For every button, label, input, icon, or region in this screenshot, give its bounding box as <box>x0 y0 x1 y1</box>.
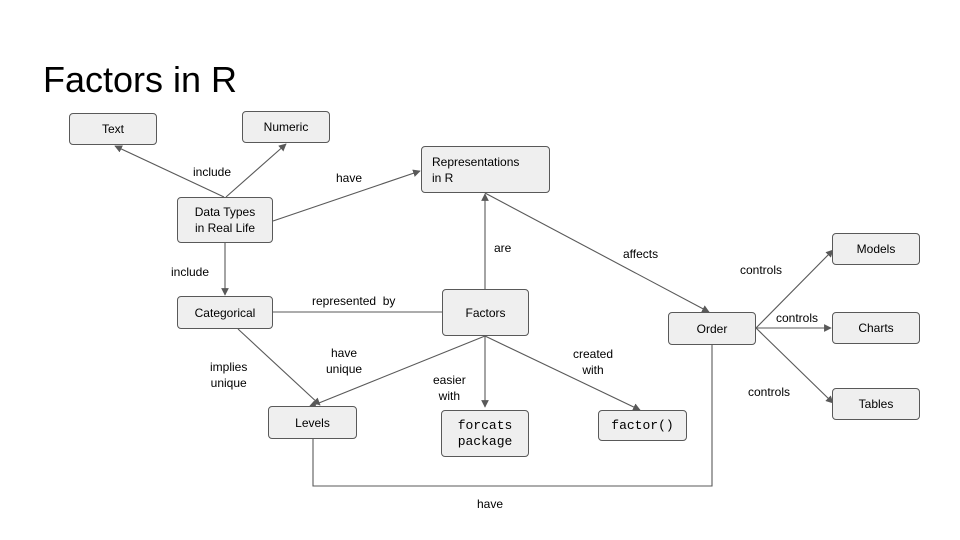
node-levels: Levels <box>268 406 357 439</box>
edge-include-numeric <box>225 143 287 198</box>
label-created-with: created with <box>573 347 614 377</box>
edge-have-unique <box>308 335 486 408</box>
node-order: Order <box>668 312 756 345</box>
page-title: Factors in R <box>43 59 238 100</box>
node-numeric: Numeric <box>242 111 330 143</box>
node-data-types: Data Types in Real Life <box>177 197 273 243</box>
edge-controls-models <box>755 249 834 329</box>
label-have-unique: have unique <box>326 346 363 376</box>
node-representations: Representations in R <box>421 146 550 193</box>
edge-implies-unique <box>237 328 321 406</box>
label-represented-by: represented by <box>312 294 396 308</box>
node-factors: Factors <box>442 289 529 336</box>
label-easier-with: easier with <box>433 373 466 403</box>
label-include-categorical: include <box>171 265 210 279</box>
label-have-representations: have <box>336 171 363 185</box>
label-include-top: include <box>193 165 232 179</box>
node-factor-fn: factor() <box>598 410 687 441</box>
edge-created-with <box>484 335 641 411</box>
label-controls-models: controls <box>740 263 783 277</box>
edge-controls-tables <box>755 327 834 404</box>
label-controls-tables: controls <box>748 385 791 399</box>
label-affects: affects <box>623 247 659 261</box>
label-have-bottom: have <box>477 497 504 511</box>
node-forcats: forcats package <box>441 410 529 457</box>
node-tables: Tables <box>832 388 920 420</box>
node-categorical: Categorical <box>177 296 273 329</box>
edge-have-representations <box>272 169 421 222</box>
label-are: are <box>494 241 512 255</box>
node-charts: Charts <box>832 312 920 344</box>
edge-include-text <box>114 145 225 198</box>
label-implies-unique: implies unique <box>210 360 248 390</box>
node-text: Text <box>69 113 157 145</box>
edge-have-bottom <box>312 345 713 487</box>
label-controls-charts: controls <box>776 311 819 325</box>
node-models: Models <box>832 233 920 265</box>
edge-affects <box>484 192 710 313</box>
